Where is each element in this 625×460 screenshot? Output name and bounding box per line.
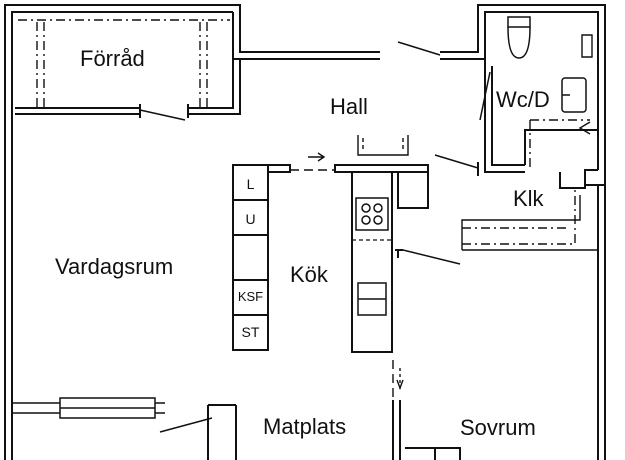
door-swings [139,41,491,433]
room-label-sovrum: Sovrum [460,415,536,440]
kitchen-unit-u: U [245,211,256,227]
room-label-matplats: Matplats [263,414,347,439]
kitchen-unit-ksf: KSF [237,289,264,304]
kitchen-unit-l: L [246,176,255,192]
room-label-vardagsrum: Vardagsrum [55,254,174,279]
hall-wardrobe [357,135,409,156]
outer-walls [4,4,606,460]
bedroom-walls [207,400,461,460]
room-label-klk: Klk [513,186,544,211]
bathroom-walls [477,59,598,189]
room-label-wc: Wc/D [496,87,550,112]
storage-walls [15,59,241,118]
room-label-hall: Hall [330,94,368,119]
wc-toilet [507,16,531,59]
storage-shelves [18,19,230,108]
wc-basin [561,77,587,113]
kitchen-counter [334,164,429,353]
room-label-forrad: Förråd [80,46,145,71]
wc-fixtures [529,34,593,170]
stove [355,197,389,231]
room-label-kok: Kök [290,262,328,287]
closet [461,190,598,251]
radiator [12,397,165,419]
kitchen-unit-st: ST [241,324,260,340]
kitchen-cabinets [232,164,291,351]
sink [357,282,387,316]
door-opening [392,360,404,400]
